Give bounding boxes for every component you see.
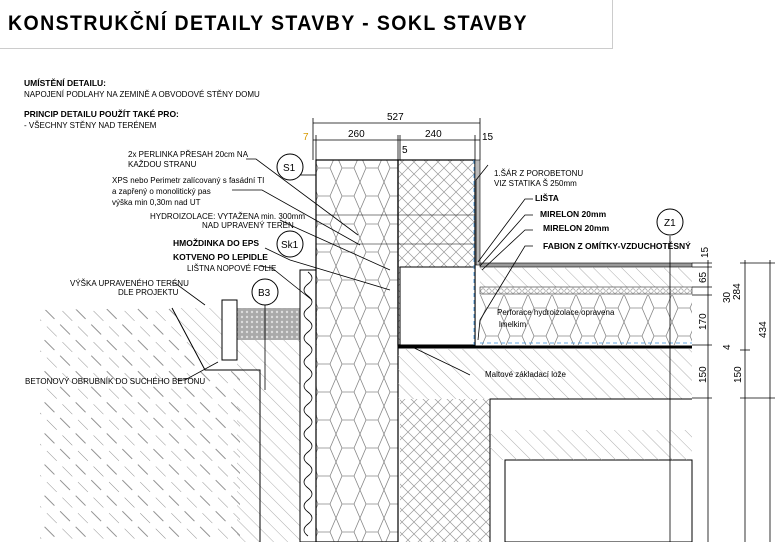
- label-xps-1: XPS nebo Perimetr zalícovaný s fasádní T…: [112, 176, 264, 185]
- label-xps-3: výška min 0,30m nad UT: [112, 198, 201, 207]
- first-course: [399, 266, 476, 346]
- top-dimensions: [312, 118, 481, 160]
- svg-text:B3: B3: [258, 288, 271, 299]
- dim-r30: 30: [722, 291, 733, 303]
- svg-text:Sk1: Sk1: [281, 240, 299, 251]
- label-obrubnik: BETONOVÝ OBRUBNÍK DO SUCHÉHO BETONU: [25, 377, 205, 386]
- dim-240: 240: [425, 129, 442, 140]
- label-teren-1: VÝŠKA UPRAVENÉHO TERÉNU: [70, 279, 189, 288]
- principle-text: - VŠECHNY STĚNY NAD TERÉNEM: [24, 121, 157, 130]
- dim-r170: 170: [698, 313, 709, 330]
- label-fabion: FABION Z OMÍTKY-VZDUCHOTĚSNÝ: [543, 240, 691, 251]
- marker-z1: Z1: [656, 208, 684, 236]
- label-mirelon-2: MIRELON 20mm: [543, 223, 610, 233]
- label-perforace-2: lmelkim: [499, 320, 526, 329]
- label-sar-2: VIZ STATIKA Š 250mm: [494, 179, 577, 188]
- dim-r284: 284: [732, 283, 743, 300]
- leader-lines: [172, 158, 533, 390]
- svg-text:Z1: Z1: [664, 218, 676, 229]
- marker-s1: S1: [276, 153, 304, 181]
- dim-7: 7: [303, 132, 309, 143]
- label-hmozdinka-1: HMOŽDINKA DO EPS: [173, 237, 259, 248]
- marker-b3: B3: [251, 278, 279, 306]
- detail-info: UMÍSTĚNÍ DETAILU: NAPOJENÍ PODLAHY NA ZE…: [24, 77, 260, 130]
- terrain: [40, 299, 317, 542]
- dim-r65: 65: [698, 271, 709, 283]
- marker-sk1: Sk1: [276, 230, 304, 258]
- placement-heading: UMÍSTĚNÍ DETAILU:: [24, 77, 106, 88]
- right-dimensions: [669, 236, 775, 542]
- dimple-membrane: [299, 269, 317, 542]
- label-lista: LIŠTA: [535, 192, 559, 203]
- annotations: 2x PERLINKA PŘESAH 20cm NA KAŽDOU STRANU…: [25, 150, 691, 386]
- dim-r4: 4: [722, 344, 733, 350]
- label-mirelon-1: MIRELON 20mm: [540, 209, 607, 219]
- dim-r15: 15: [700, 246, 711, 258]
- label-perforace-1: Perforace hydroizolace opravena: [497, 308, 615, 317]
- label-hmozdinka-2: KOTVENO PO LEPIDLE: [173, 252, 268, 262]
- label-listna: LIŠTNA NOPOVÉ FOLIE: [187, 264, 276, 273]
- dim-15: 15: [482, 132, 494, 143]
- dim-527: 527: [387, 112, 404, 123]
- svg-text:S1: S1: [283, 163, 296, 174]
- dim-r150a: 150: [698, 366, 709, 383]
- principle-heading: PRINCIP DETAILU POUŽÍT TAKÉ PRO:: [24, 108, 179, 119]
- label-xps-2: a zapřený o monolitický pas: [112, 187, 211, 196]
- label-perlinka-2: KAŽDOU STRANU: [128, 160, 197, 169]
- dim-5: 5: [402, 145, 408, 156]
- wall: [299, 159, 481, 542]
- label-hydro-1: HYDROIZOLACE: VYTAŽENA min. 300mm: [150, 212, 305, 221]
- plaster: [474, 159, 481, 266]
- floor-layers: [398, 160, 693, 542]
- dim-r150b: 150: [733, 366, 744, 383]
- dim-260: 260: [348, 129, 365, 140]
- page-title: KONSTRUKČNÍ DETAILY STAVBY - SOKL STAVBY: [8, 12, 528, 35]
- concrete-curb: [221, 299, 238, 361]
- right-dim-labels: 15 65 30 170 4 150 284 434 150: [698, 246, 769, 383]
- dim-r434: 434: [758, 321, 769, 338]
- title-frame: [0, 0, 613, 49]
- label-sar-1: 1.ŠÁR Z POROBETONU: [494, 169, 583, 178]
- label-teren-2: DLE PROJEKTU: [118, 288, 179, 297]
- label-perlinka-1: 2x PERLINKA PŘESAH 20cm NA: [128, 150, 249, 159]
- placement-text: NAPOJENÍ PODLAHY NA ZEMINĚ A OBVODOVÉ ST…: [24, 90, 260, 99]
- eps-insulation: [315, 159, 399, 542]
- label-hydro-2: NAD UPRAVENÝ TERÉN: [202, 221, 294, 230]
- label-maltove: Maltové základací lože: [485, 370, 566, 379]
